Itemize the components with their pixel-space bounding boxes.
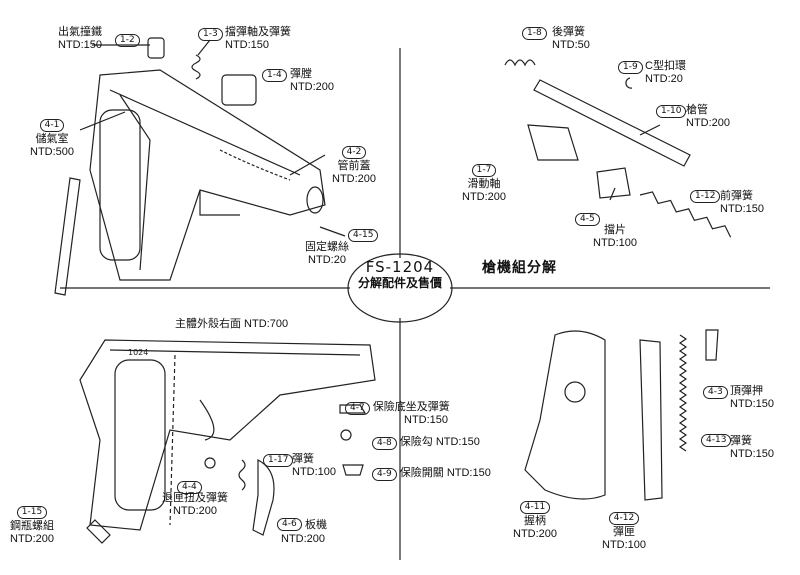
screw-drawing: [319, 226, 346, 237]
plate-drawing: [596, 167, 631, 199]
guide-rod-drawing: [54, 177, 81, 296]
part-code-1-10: 1-10: [656, 104, 687, 119]
part-label-1-12: 前彈簧 NTD:150: [720, 190, 765, 215]
grip-drawing: [524, 330, 606, 500]
part-name-4-6: 板機: [305, 519, 327, 531]
part-code-1-8: 1-8: [522, 26, 547, 41]
part-label-1-2: 出氣撞鐵 NTD:150: [58, 26, 103, 51]
part-code-4-3: 4-3: [703, 385, 728, 400]
spring-117-drawing: [238, 459, 246, 491]
follower-drawing: [705, 329, 719, 361]
part-code-4-13: 4-13: [701, 433, 732, 448]
part-code-1-9: 1-9: [618, 60, 643, 75]
part-label-4-5: 擋片 NTD:100: [593, 224, 638, 249]
part-price-4-6: NTD:200: [281, 533, 326, 545]
part-label-1-10: 槍管 NTD:200: [686, 104, 731, 129]
part-label-4-9: 4-9 保險開關 NTD:150: [372, 467, 491, 482]
part-label-1-15: 1-15 鋼瓶螺組 NTD:200: [10, 506, 55, 545]
part-code-1-4: 1-4: [262, 68, 287, 83]
center-title: FS-1204 分解配件及售價: [350, 258, 450, 291]
rear-spring-drawing: [504, 59, 536, 67]
mag-spring-drawing: [678, 334, 688, 452]
part-label-4-15: 固定螺絲 NTD:20: [305, 241, 349, 266]
part-label-1-3: 擋彈軸及彈簧 NTD:150: [225, 26, 291, 51]
front-spring-drawing: [639, 191, 732, 238]
grip-logo-drawing: [564, 381, 586, 403]
part-label-4-7: 4-7 保險底坐及彈簧: [345, 401, 450, 416]
part-code-1-3: 1-3: [198, 27, 223, 42]
part-label-4-13: 彈簧 NTD:150: [730, 435, 775, 460]
striker-drawing: [147, 37, 165, 59]
frame-mark: 1024: [128, 348, 148, 357]
part-code-4-6: 4-6: [277, 517, 302, 532]
safety-hook-drawing: [340, 429, 352, 441]
part-label-4-2: 4-2 管前蓋 NTD:200: [332, 146, 377, 185]
center-subtitle: 分解配件及售價: [357, 276, 442, 290]
part-label-4-4: 退匣扭及彈簧 NTD:200: [162, 492, 228, 517]
part-code-4-4: 4-4: [177, 480, 202, 495]
part-code-1-12: 1-12: [690, 189, 721, 204]
chamber-drawing: [221, 74, 257, 106]
part-code-4-15: 4-15: [348, 228, 379, 243]
part-label-4-12: 4-12 彈匣 NTD:100: [602, 512, 647, 551]
frame-right-drawing: [79, 339, 376, 531]
part-code-1-17: 1-17: [263, 453, 294, 468]
part-label-4-11: 4-11 握柄 NTD:200: [513, 501, 558, 540]
slide-rail-drawing: [527, 124, 579, 161]
trigger-drawing: [252, 459, 275, 536]
group-title: 槍機組分解: [482, 259, 557, 275]
part-code-4-5: 4-5: [575, 212, 600, 227]
main-title: 主體外殼右面 NTD:700: [175, 318, 289, 330]
part-code-1-2: 1-2: [115, 33, 140, 48]
slide-frame-drawing: [89, 69, 326, 281]
part-label-4-3: 頂彈押 NTD:150: [730, 385, 775, 410]
barrel-drawing: [533, 79, 691, 167]
release-button-drawing: [204, 457, 216, 469]
part-label-1-4: 彈膛 NTD:200: [290, 68, 335, 93]
part-label-1-9: C型扣環 NTD:20: [645, 60, 686, 85]
part-label-4-1: 4-1 儲氣室 NTD:500: [30, 119, 75, 158]
c-clip-drawing: [625, 77, 633, 89]
part-price-4-7: NTD:150: [404, 414, 449, 426]
part-label-1-8: 後彈簧 NTD:50: [552, 26, 590, 51]
stop-spring-drawing: [191, 54, 201, 80]
model-number: FS-1204: [365, 258, 435, 276]
magazine-drawing: [639, 339, 663, 501]
center-ellipse: [347, 253, 453, 323]
safety-switch-drawing: [342, 464, 364, 476]
part-label-1-7: 1-7 滑動軸 NTD:200: [462, 164, 507, 203]
part-label-1-17: 彈簧 NTD:100: [292, 453, 337, 478]
gas-screw-drawing: [86, 519, 111, 544]
part-label-4-8: 4-8 保險勾 NTD:150: [372, 436, 480, 451]
